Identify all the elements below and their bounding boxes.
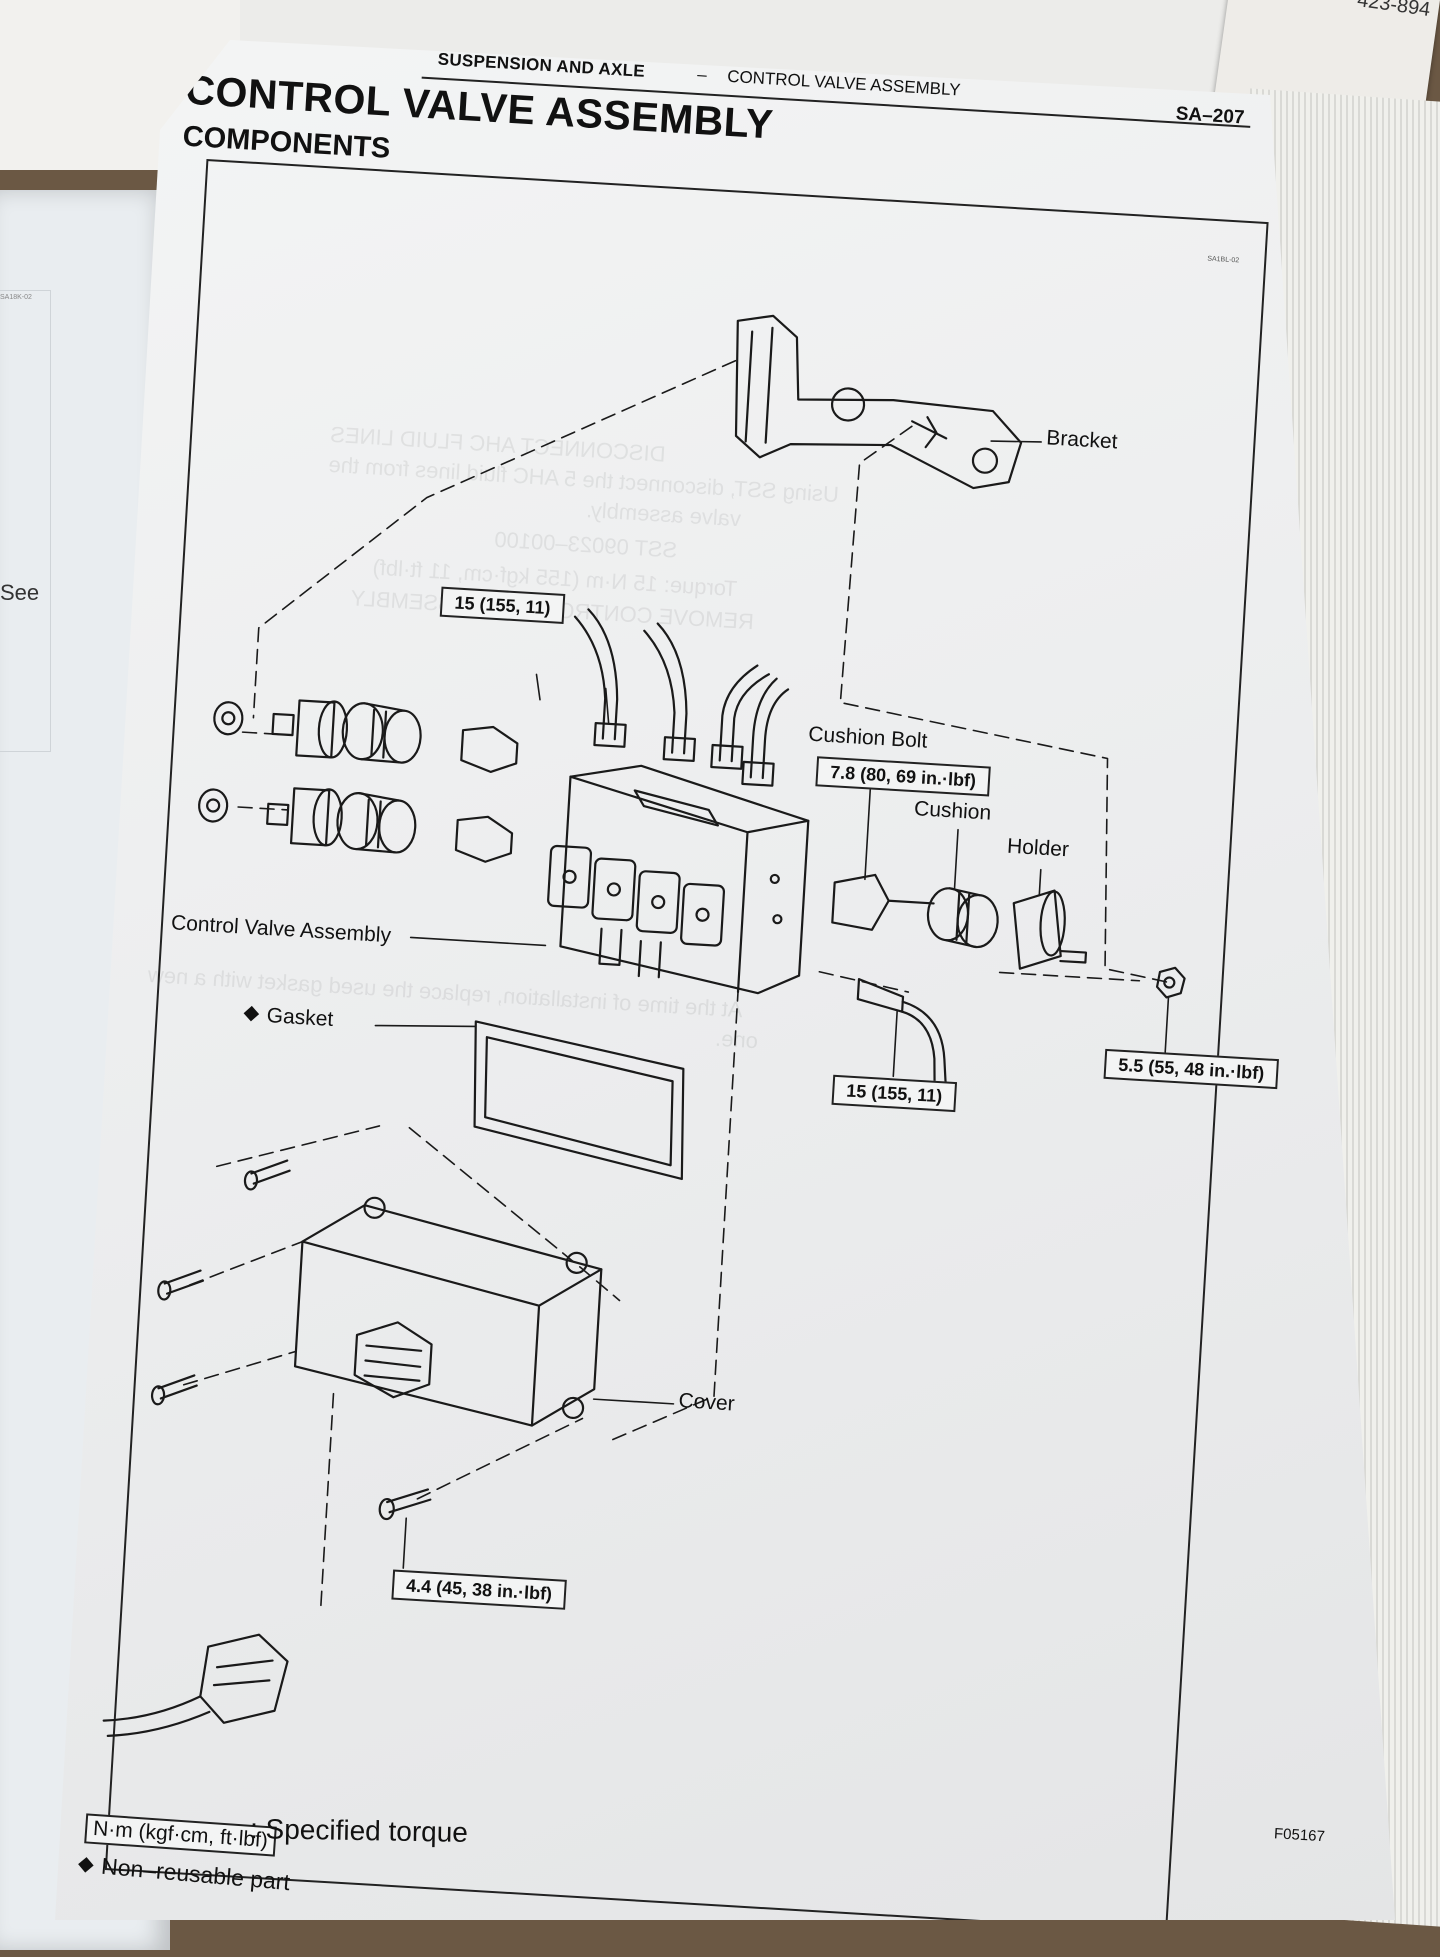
cushion-set-upper [213, 699, 519, 774]
cushion-set-lower [198, 787, 514, 863]
legend-torque-description: : Specified torque [249, 1813, 469, 1848]
lower-fluid-line [856, 978, 948, 1106]
bracket-part [734, 314, 1023, 490]
cushion-part [926, 887, 999, 949]
label-bracket: Bracket [1045, 426, 1119, 454]
left-page-see-text: See [0, 580, 40, 605]
label-holder: Holder [1006, 834, 1070, 862]
fluid-lines [573, 608, 790, 787]
cover-part [293, 1196, 603, 1427]
gasket-part [473, 1020, 685, 1181]
cushion-bolt-part [831, 873, 935, 931]
left-page-code: SA18K-02 [0, 294, 32, 301]
screw-parts [150, 1159, 432, 1521]
left-page-frame [0, 290, 51, 752]
wire-harness-connector [102, 1633, 289, 1738]
label-cushion: Cushion [913, 797, 992, 825]
holder-part [1012, 889, 1088, 970]
label-gasket-text: Gasket [266, 1004, 334, 1031]
control-valve-body [547, 764, 810, 995]
legend-diamond-icon [78, 1857, 94, 1873]
nut-part [1155, 966, 1186, 999]
figure-code: F05167 [1273, 1825, 1326, 1846]
label-cover: Cover [677, 1389, 736, 1416]
non-reusable-icon [243, 1005, 260, 1022]
label-gasket: Gasket [243, 1003, 334, 1032]
